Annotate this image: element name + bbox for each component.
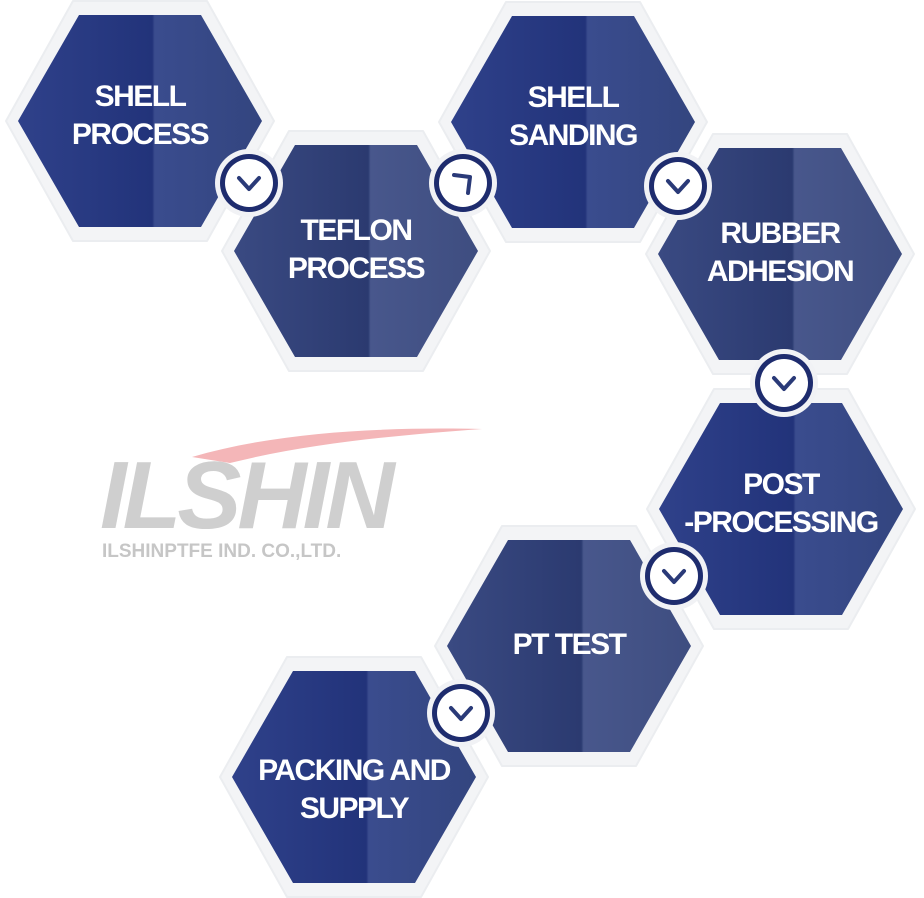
connector-pt-test-to-packing-and-supply: [427, 679, 495, 747]
hexagon-shell-sanding: [451, 16, 695, 228]
hexagon-shell-process: [18, 15, 262, 227]
connector-shell-sanding-to-rubber-adhesion: [644, 152, 712, 220]
chevron-down-icon: [662, 569, 686, 584]
logo-swoosh-icon: [192, 428, 482, 463]
connector-disc: [439, 159, 487, 207]
step-connectors: [215, 149, 818, 747]
connector-teflon-process-to-shell-sanding: [429, 149, 497, 217]
logo-wordmark: ILSHIN: [100, 442, 395, 549]
hexagon-teflon-process: [234, 145, 478, 357]
hexagon-pt-test: [447, 540, 691, 752]
chevron-down-icon: [666, 179, 690, 194]
connector-rubber-adhesion-to-post-processing: [750, 349, 818, 417]
connector-disc: [437, 689, 485, 737]
chevron-down-icon: [237, 176, 261, 191]
hexagon-post-processing: [659, 403, 903, 615]
chevron-down-icon: [772, 376, 796, 391]
chevron-up-right-icon: [452, 173, 472, 195]
hexagon-rubber-adhesion: [658, 148, 902, 360]
connector-post-processing-to-pt-test: [640, 542, 708, 610]
hexagon-packing-and-supply: [232, 671, 476, 883]
connector-disc: [760, 359, 808, 407]
company-name: ILSHINPTFE IND. CO.,LTD.: [102, 541, 342, 562]
connector-disc: [225, 159, 273, 207]
hexagon-steps: [18, 15, 903, 883]
connector-shell-process-to-teflon-process: [215, 149, 283, 217]
connector-disc: [654, 162, 702, 210]
chevron-down-icon: [449, 706, 473, 721]
connector-disc: [650, 552, 698, 600]
